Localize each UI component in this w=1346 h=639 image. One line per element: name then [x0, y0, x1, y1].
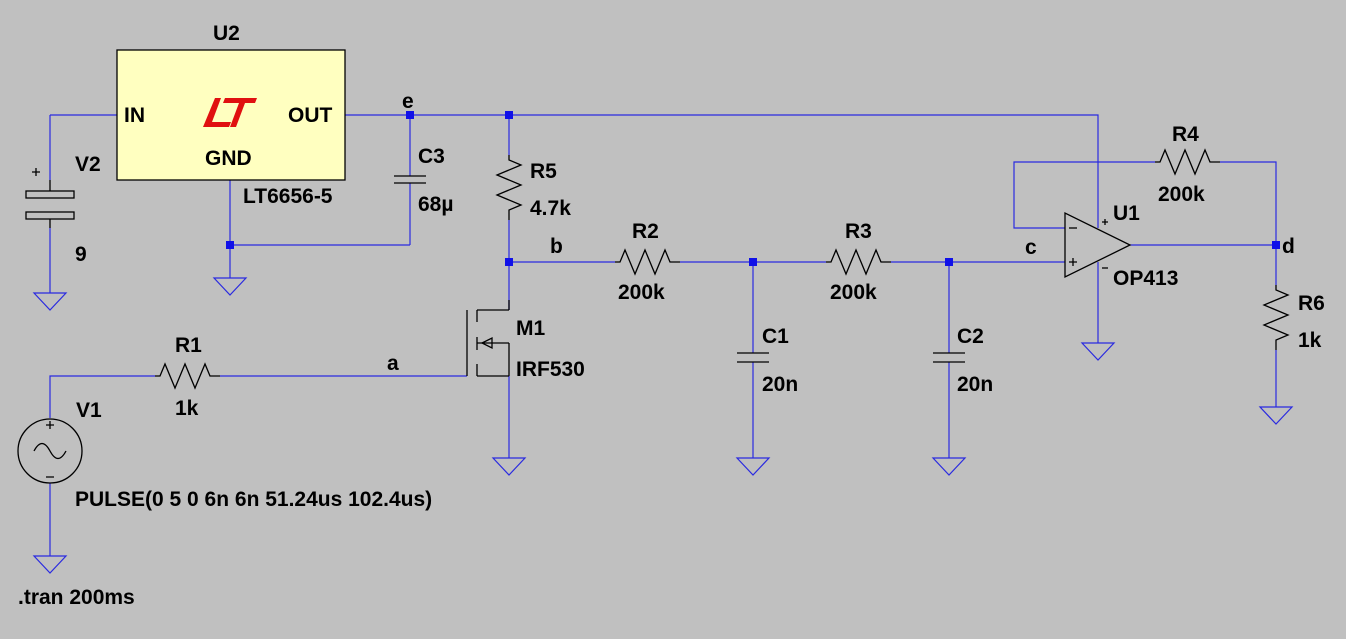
regulator-part: LT6656-5	[243, 185, 333, 208]
ground-icon	[491, 457, 527, 476]
mosfet-ref: M1	[516, 317, 545, 340]
resistor-r2[interactable]: R2 200k	[615, 220, 680, 304]
resistor-value: 1k	[175, 397, 199, 420]
capacitor-icon	[933, 352, 965, 363]
opamp-part: OP413	[1113, 267, 1178, 290]
lt-logo-icon	[203, 98, 257, 127]
wire-out-net-e	[345, 114, 1099, 228]
regulator-body	[116, 49, 346, 181]
resistor-value: 200k	[1158, 183, 1205, 206]
source-ref: V1	[76, 399, 102, 422]
ground-icon	[931, 457, 967, 476]
net-label-c: c	[1025, 236, 1037, 259]
resistor-r5[interactable]: R5 4.7k	[495, 155, 571, 220]
pin-gnd-label: GND	[205, 147, 252, 170]
grounds	[32, 277, 1294, 574]
capacitor-icon	[737, 352, 769, 363]
wire-v2-to-in	[49, 114, 117, 180]
junctions	[226, 111, 1280, 266]
ground-icon	[32, 292, 68, 311]
net-label-a: a	[387, 352, 399, 375]
resistor-icon	[1155, 148, 1220, 176]
wire-feedback	[1013, 161, 1277, 245]
resistor-icon	[495, 155, 523, 220]
capacitor-ref: C3	[418, 145, 445, 168]
pin-in-label: IN	[124, 104, 145, 127]
resistor-r4[interactable]: R4 200k	[1155, 123, 1220, 206]
resistor-ref: R5	[530, 160, 557, 183]
pin-out-label: OUT	[288, 104, 333, 127]
capacitor-c3[interactable]: C3 68µ	[394, 145, 453, 216]
resistor-value: 200k	[830, 281, 877, 304]
ground-icon	[32, 555, 68, 574]
mosfet-m1[interactable]: M1 IRF530	[466, 300, 585, 381]
regulator-u2[interactable]: U2 IN OUT GND LT6656-5	[116, 22, 346, 208]
battery-v2[interactable]: V2 9	[25, 153, 101, 266]
capacitor-icon	[394, 175, 426, 184]
net-label-b: b	[550, 235, 563, 258]
resistor-icon	[826, 248, 891, 276]
resistor-value: 4.7k	[530, 197, 571, 220]
resistor-ref: R4	[1172, 123, 1199, 146]
resistor-ref: R6	[1298, 292, 1325, 315]
capacitor-c2[interactable]: C2 20n	[933, 325, 993, 396]
resistor-icon	[155, 362, 220, 390]
junction-dot	[505, 258, 513, 266]
capacitor-ref: C2	[957, 325, 984, 348]
opamp-ref: U1	[1113, 202, 1140, 225]
wires	[49, 114, 1277, 556]
capacitor-value: 68µ	[418, 193, 453, 216]
junction-dot	[1272, 241, 1280, 249]
mosfet-icon	[466, 300, 510, 377]
spice-directive[interactable]: .tran 200ms	[18, 586, 135, 609]
resistor-ref: R1	[175, 334, 202, 357]
opamp-icon	[1064, 211, 1132, 279]
ac-source-icon	[17, 418, 83, 484]
junction-dot	[749, 258, 757, 266]
resistor-value: 1k	[1298, 329, 1322, 352]
source-value: PULSE(0 5 0 6n 6n 51.24us 102.4us)	[75, 488, 432, 511]
ground-icon	[1258, 406, 1294, 425]
resistor-r3[interactable]: R3 200k	[826, 220, 891, 304]
capacitor-c1[interactable]: C1 20n	[737, 325, 798, 396]
resistor-icon	[615, 248, 680, 276]
junction-dot	[945, 258, 953, 266]
junction-dot	[226, 241, 234, 249]
resistor-r6[interactable]: R6 1k	[1262, 285, 1325, 352]
capacitor-value: 20n	[762, 373, 798, 396]
resistor-icon	[1262, 285, 1290, 350]
wire-v1-r1	[49, 375, 155, 418]
ground-icon	[1080, 342, 1116, 361]
ground-icon	[212, 277, 248, 296]
capacitor-ref: C1	[762, 325, 789, 348]
resistor-value: 200k	[618, 281, 665, 304]
capacitor-value: 20n	[957, 373, 993, 396]
junction-dot	[505, 111, 513, 119]
net-label-e: e	[402, 90, 414, 113]
source-v1[interactable]: V1 PULSE(0 5 0 6n 6n 51.24us 102.4us)	[17, 399, 432, 511]
junction-dot	[406, 111, 414, 119]
wire-gnd-node	[229, 180, 410, 278]
net-label-d: d	[1282, 235, 1295, 258]
battery-icon	[25, 168, 75, 228]
battery-ref: V2	[75, 153, 101, 176]
resistor-ref: R3	[845, 220, 872, 243]
ground-icon	[735, 457, 771, 476]
mosfet-part: IRF530	[516, 358, 585, 381]
resistor-r1[interactable]: R1 1k	[155, 334, 220, 420]
regulator-ref: U2	[213, 22, 240, 45]
battery-value: 9	[75, 243, 87, 266]
resistor-ref: R2	[632, 220, 659, 243]
opamp-u1[interactable]: U1 OP413	[1064, 202, 1178, 290]
